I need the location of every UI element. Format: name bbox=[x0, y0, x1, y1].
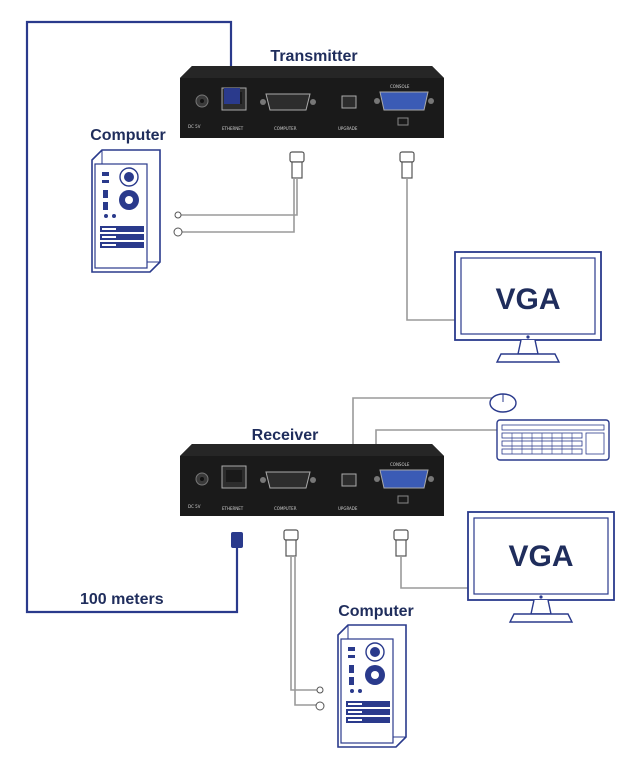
computer-bottom-label: Computer bbox=[338, 603, 414, 620]
mouse-icon bbox=[489, 393, 517, 413]
transmitter-port-ethernet: ETHERNET bbox=[222, 126, 244, 131]
transmitter-console-plug bbox=[399, 151, 415, 179]
transmitter-port-console: CONSOLE bbox=[390, 84, 410, 89]
receiver-port-power: DC 5V bbox=[188, 504, 201, 509]
computer-top-label: Computer bbox=[90, 127, 166, 144]
receiver-device bbox=[179, 443, 445, 517]
transmitter-device bbox=[179, 65, 445, 139]
ethernet-cable-100m bbox=[25, 20, 239, 614]
receiver-port-console: CONSOLE bbox=[390, 462, 410, 467]
transmitter-port-power: DC 5V bbox=[188, 124, 201, 129]
receiver-label: Receiver bbox=[252, 427, 319, 444]
receiver-computer-plug bbox=[283, 529, 299, 557]
transmitter-port-upgrade: UPGRADE bbox=[338, 126, 358, 131]
receiver-port-ethernet: ETHERNET bbox=[222, 506, 244, 511]
computer-bottom-icon bbox=[337, 624, 407, 748]
monitor-top-label: VGA bbox=[495, 283, 560, 316]
receiver-port-computer: COMPUTER bbox=[274, 506, 297, 511]
distance-label: 100 meters bbox=[80, 591, 164, 608]
receiver-console-plug bbox=[393, 529, 409, 557]
rj45-plug bbox=[231, 532, 243, 548]
computer-top-icon bbox=[91, 149, 161, 273]
transmitter-label: Transmitter bbox=[270, 48, 357, 65]
transmitter-port-computer: COMPUTER bbox=[274, 126, 297, 131]
transmitter-computer-plug bbox=[289, 151, 305, 179]
keyboard-icon bbox=[496, 419, 610, 461]
receiver-port-upgrade: UPGRADE bbox=[338, 506, 358, 511]
transmitter-ethernet-plug bbox=[224, 88, 240, 104]
monitor-bottom-label: VGA bbox=[508, 540, 573, 573]
